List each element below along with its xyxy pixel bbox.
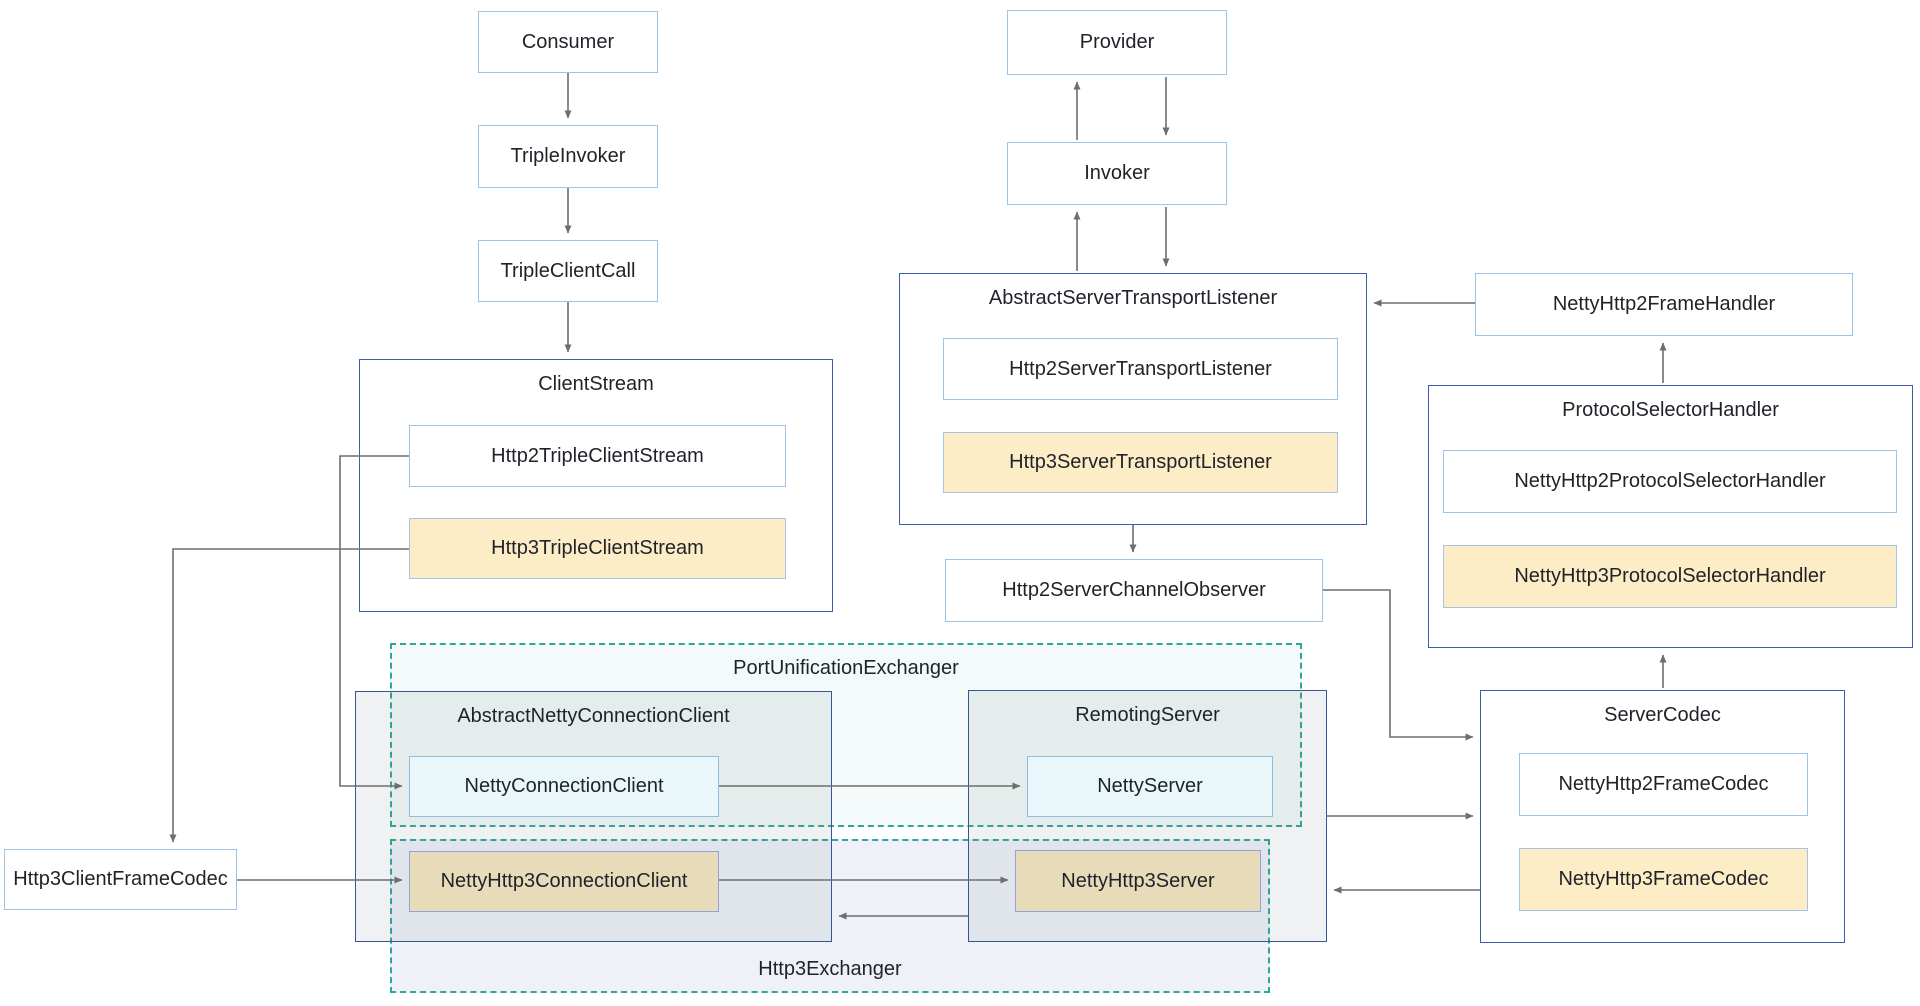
node-triple-client-call: TripleClientCall (478, 240, 658, 302)
container-title-protocol-selector-handler: ProtocolSelectorHandler (1562, 399, 1779, 421)
node-netty-http2-frame-handler: NettyHttp2FrameHandler (1475, 273, 1853, 336)
node-http2-server-channel-observer: Http2ServerChannelObserver (945, 559, 1323, 622)
container-title-server-codec: ServerCodec (1604, 704, 1721, 726)
node-http3-client-frame-codec: Http3ClientFrameCodec (4, 849, 237, 910)
node-triple-invoker: TripleInvoker (478, 125, 658, 188)
group-title-port-unification-exchanger: PortUnificationExchanger (733, 657, 959, 679)
group-title-http3-exchanger: Http3Exchanger (758, 958, 902, 980)
node-netty-http2-protocol-selector-handler: NettyHttp2ProtocolSelectorHandler (1443, 450, 1897, 513)
node-consumer: Consumer (478, 11, 658, 73)
container-title-remoting-server: RemotingServer (1075, 704, 1220, 726)
node-http3-server-transport-listener: Http3ServerTransportListener (943, 432, 1338, 493)
container-title-client-stream: ClientStream (538, 373, 654, 395)
node-netty-http3-connection-client: NettyHttp3ConnectionClient (409, 851, 719, 912)
node-provider: Provider (1007, 10, 1227, 75)
container-protocol-selector-handler: ProtocolSelectorHandler (1428, 385, 1913, 648)
container-title-abstract-server-transport-listener: AbstractServerTransportListener (988, 287, 1278, 309)
node-invoker: Invoker (1007, 142, 1227, 205)
node-netty-http2-frame-codec: NettyHttp2FrameCodec (1519, 753, 1808, 816)
node-netty-http3-frame-codec: NettyHttp3FrameCodec (1519, 848, 1808, 911)
node-netty-connection-client: NettyConnectionClient (409, 756, 719, 817)
node-http2-server-transport-listener: Http2ServerTransportListener (943, 338, 1338, 400)
node-netty-server: NettyServer (1027, 756, 1273, 817)
node-netty-http3-protocol-selector-handler: NettyHttp3ProtocolSelectorHandler (1443, 545, 1897, 608)
node-http3-triple-client-stream: Http3TripleClientStream (409, 518, 786, 579)
node-netty-http3-server: NettyHttp3Server (1015, 850, 1261, 912)
container-title-abstract-netty-connection-client: AbstractNettyConnectionClient (457, 705, 730, 727)
node-http2-triple-client-stream: Http2TripleClientStream (409, 425, 786, 487)
